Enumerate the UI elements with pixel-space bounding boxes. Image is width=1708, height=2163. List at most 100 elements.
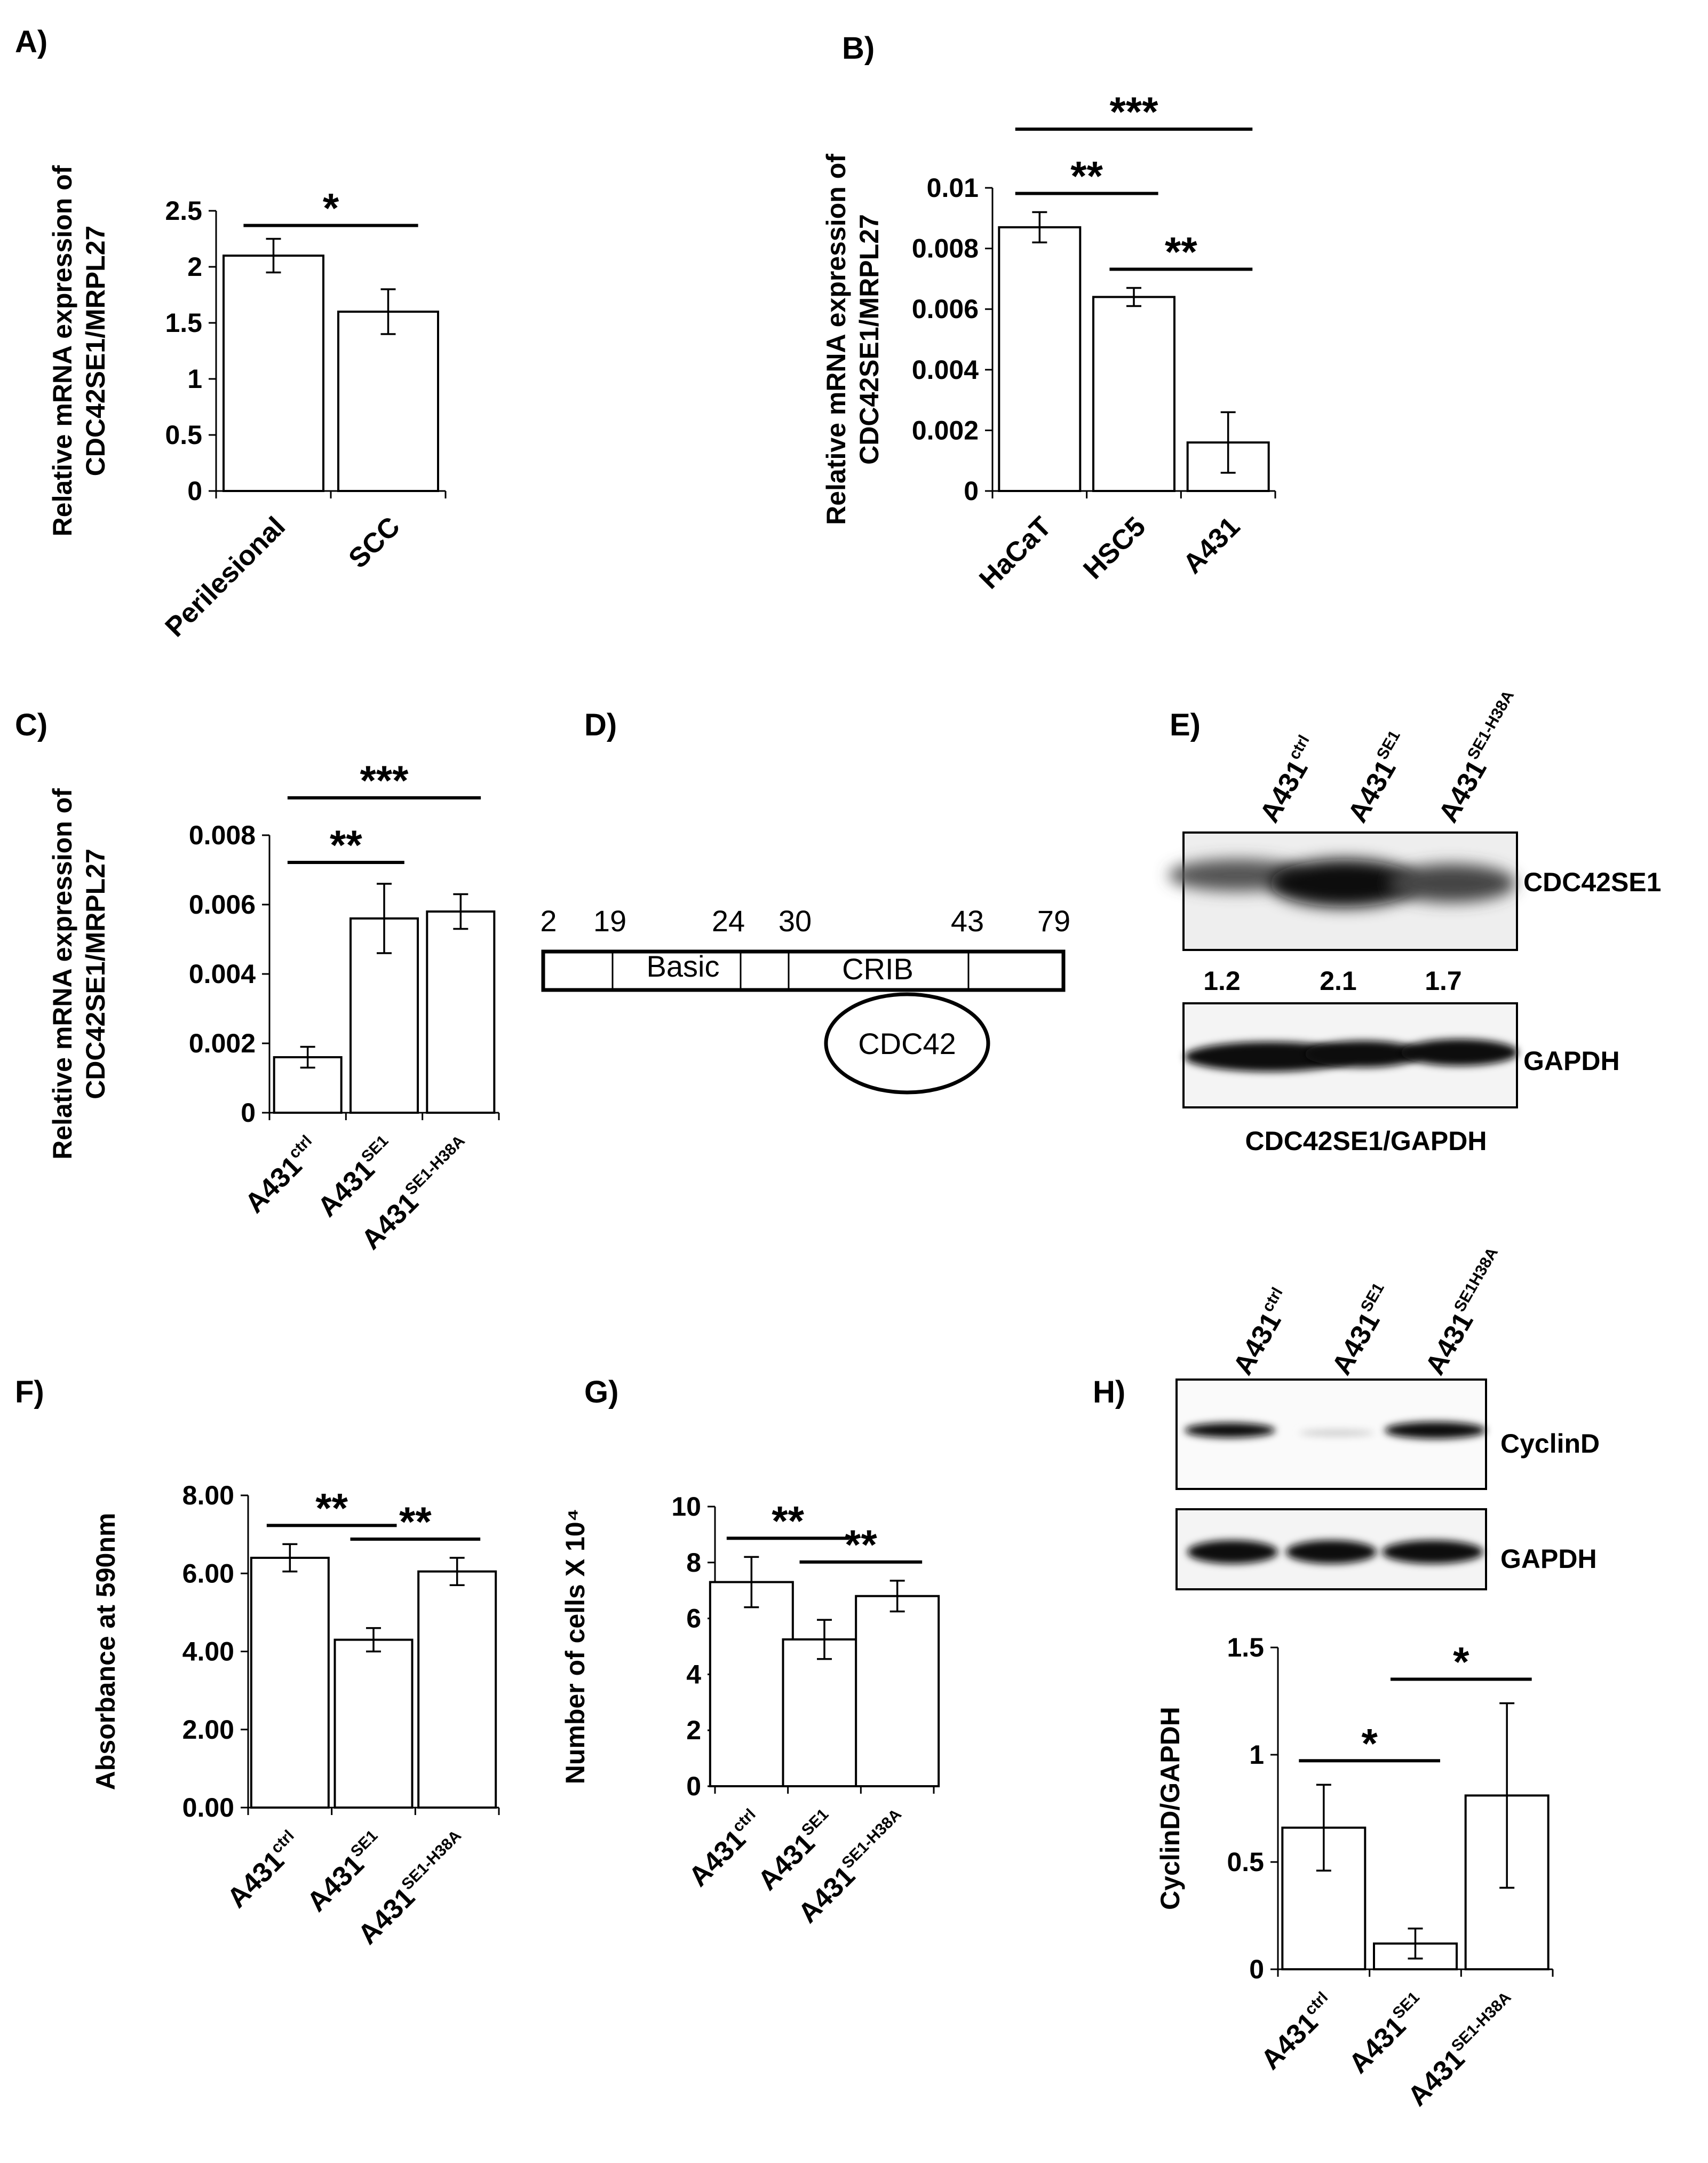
blot-band <box>1382 1540 1483 1564</box>
significance-stars: ** <box>399 1498 432 1545</box>
blot-e-ratio-label: CDC42SE1/GAPDH <box>1245 1126 1487 1156</box>
y-axis-label: Absorbance at 590nm <box>91 1513 121 1790</box>
panel-h: H) A431ctrl A431SE1 A431SE1H38A CyclinD … <box>1093 1245 1600 2112</box>
y-tick-label: 1 <box>187 364 202 394</box>
x-category-label: HaCaT <box>973 511 1058 595</box>
y-axis-label: Relative mRNA expression of <box>47 165 77 536</box>
bar <box>1281 1826 1367 1970</box>
x-category-label: A431ctrl <box>239 1132 325 1219</box>
panel-e: E) A431ctrl A431SE1 A431SE1-H38A CDC42SE… <box>1169 687 1661 1156</box>
panel-g-label: G) <box>584 1375 618 1409</box>
bar <box>333 1638 414 1809</box>
y-tick-label: 0.00 <box>182 1793 234 1823</box>
cdc42-binding-ellipse <box>824 992 990 1095</box>
x-category-label: HSC5 <box>1077 511 1151 585</box>
x-category-label: A431 <box>1177 511 1246 580</box>
bar <box>782 1638 867 1787</box>
y-tick-label: 0 <box>241 1098 256 1128</box>
blot-h-gapdh-label: GAPDH <box>1500 1544 1597 1574</box>
position-label: 43 <box>951 904 984 938</box>
panel-e-label: E) <box>1170 708 1201 742</box>
y-tick-label: 10 <box>671 1492 701 1522</box>
y-tick-label: 0 <box>187 476 202 506</box>
blot-h-lane-label: A431ctrl <box>1226 1285 1300 1380</box>
y-tick-label: 0.5 <box>1227 1847 1264 1877</box>
y-tick-label: 0 <box>1249 1954 1264 1984</box>
y-tick-label: 8 <box>686 1548 701 1578</box>
y-tick-label: 0.002 <box>189 1028 256 1058</box>
significance-stars: *** <box>360 757 409 804</box>
blot-e-lane-label: A431SE1-H38A <box>1431 687 1531 828</box>
chart-h: 00.511.5CyclinD/GAPDHA431ctrlA431SE1A431… <box>1155 1633 1554 2112</box>
bar <box>417 1570 497 1809</box>
blot-band <box>1299 1430 1374 1436</box>
significance-stars: ** <box>1165 228 1197 275</box>
y-axis-label: Number of cells X 10⁴ <box>560 1509 590 1785</box>
x-category-label: A431ctrl <box>1254 1988 1341 2075</box>
cdc42-label: CDC42 <box>858 1027 956 1060</box>
blot-band <box>1187 1540 1278 1564</box>
blot-band <box>1270 859 1419 907</box>
blot-h-lane-label: A431SE1 <box>1324 1280 1401 1380</box>
blot-band <box>1387 864 1515 902</box>
y-tick-label: 0.004 <box>189 959 256 989</box>
bar <box>998 226 1082 492</box>
significance-stars: ** <box>845 1521 877 1568</box>
blot-e-lane-label: A431SE1 <box>1340 727 1417 828</box>
y-axis-label: CyclinD/GAPDH <box>1155 1707 1185 1910</box>
bar <box>709 1581 794 1787</box>
x-category-label: A431ctrl <box>682 1805 769 1892</box>
significance-stars: ** <box>772 1497 804 1544</box>
position-label: 19 <box>593 904 626 938</box>
panel-a-label: A) <box>15 25 47 59</box>
protein-bar <box>541 949 1066 992</box>
bar <box>426 910 496 1114</box>
bar <box>223 255 324 492</box>
y-axis-label: CDC42SE1/MRPL27 <box>81 226 110 477</box>
y-tick-label: 2 <box>187 252 202 282</box>
bar <box>1092 296 1175 492</box>
bar <box>855 1595 940 1787</box>
y-axis-label: Relative mRNA expression of <box>821 154 851 525</box>
panel-f-label: F) <box>15 1375 44 1409</box>
blot-band <box>1185 1423 1275 1438</box>
position-label: 2 <box>540 904 557 938</box>
panel-b-label: B) <box>842 31 875 66</box>
blot-band <box>1401 1039 1518 1066</box>
y-tick-label: 1.5 <box>1227 1633 1264 1662</box>
bar <box>250 1557 330 1809</box>
blot-h-cyclind-label: CyclinD <box>1500 1429 1600 1459</box>
y-tick-label: 0.006 <box>912 294 979 324</box>
y-tick-label: 1.5 <box>165 308 202 338</box>
basic-domain-label: Basic <box>647 949 720 983</box>
x-category-label: A431SE1-H38A <box>1401 1988 1525 2112</box>
y-tick-label: 4.00 <box>182 1637 234 1667</box>
significance-stars: * <box>1453 1638 1469 1685</box>
y-tick-label: 6.00 <box>182 1558 234 1588</box>
y-tick-label: 8.00 <box>182 1480 234 1510</box>
significance-stars: ** <box>1070 152 1103 199</box>
blot-h-lane-label: A431SE1H38A <box>1418 1245 1515 1380</box>
panel-h-label: H) <box>1093 1375 1125 1409</box>
x-category-label: A431ctrl <box>220 1827 307 1914</box>
position-label: 30 <box>778 904 812 938</box>
y-tick-label: 0.008 <box>189 820 256 850</box>
y-axis-label: CDC42SE1/MRPL27 <box>854 214 884 465</box>
panel-d: D) 2 19 24 30 43 79 Basic CRIB CDC42 <box>540 708 1070 1095</box>
crib-domain-label: CRIB <box>842 952 913 986</box>
blot-e-cdc42se1-label: CDC42SE1 <box>1523 867 1661 897</box>
blot-band <box>1305 1041 1422 1067</box>
panel-d-label: D) <box>584 708 617 742</box>
position-label: 24 <box>712 904 745 938</box>
blot-e-ratio: 2.1 <box>1320 966 1357 996</box>
panel-c-label: C) <box>15 708 47 742</box>
